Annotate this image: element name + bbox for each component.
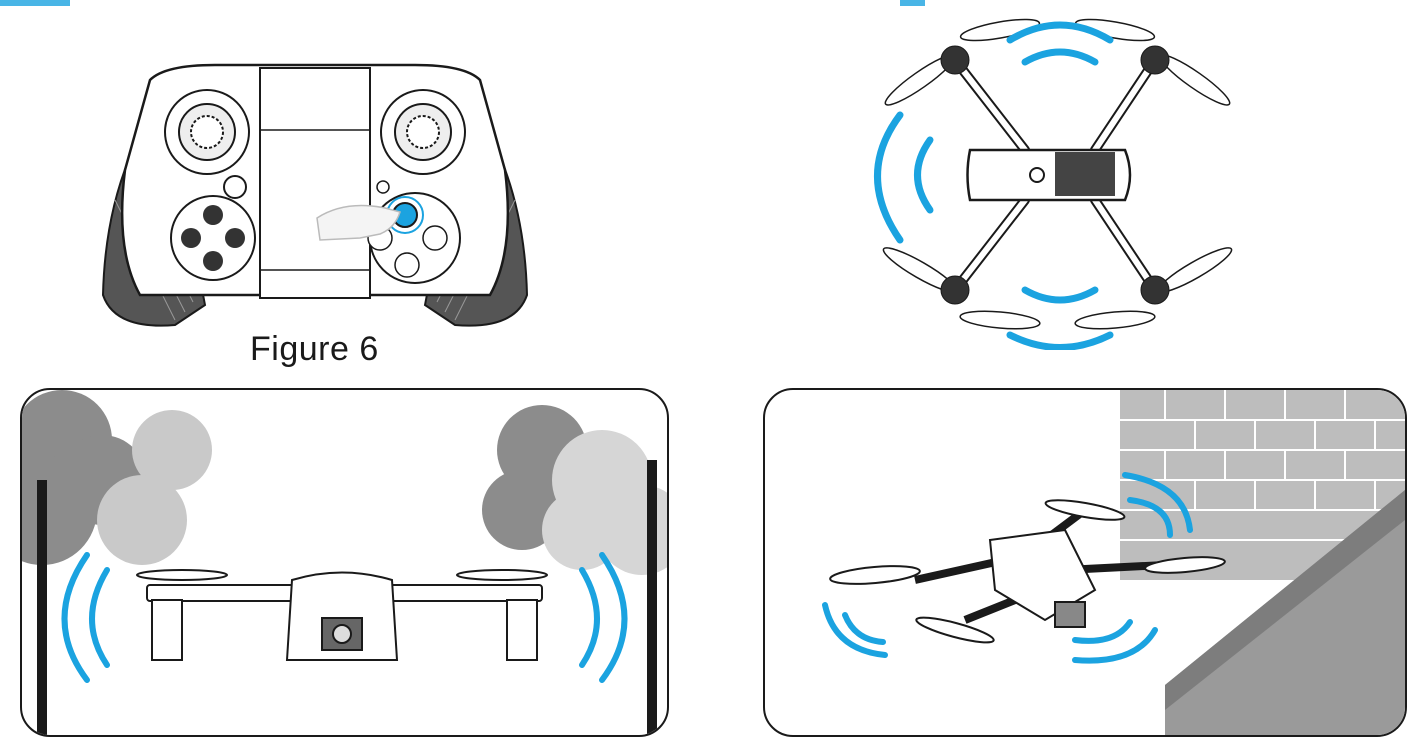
controller-illustration	[95, 50, 535, 335]
figure-caption: Figure 6	[250, 330, 379, 368]
scene-panel-trees	[20, 388, 669, 737]
header-fragment-right	[900, 0, 925, 6]
scene-panel-wall	[763, 388, 1407, 737]
drone-top-view-illustration	[855, 0, 1235, 350]
header-fragment-left	[0, 0, 70, 6]
